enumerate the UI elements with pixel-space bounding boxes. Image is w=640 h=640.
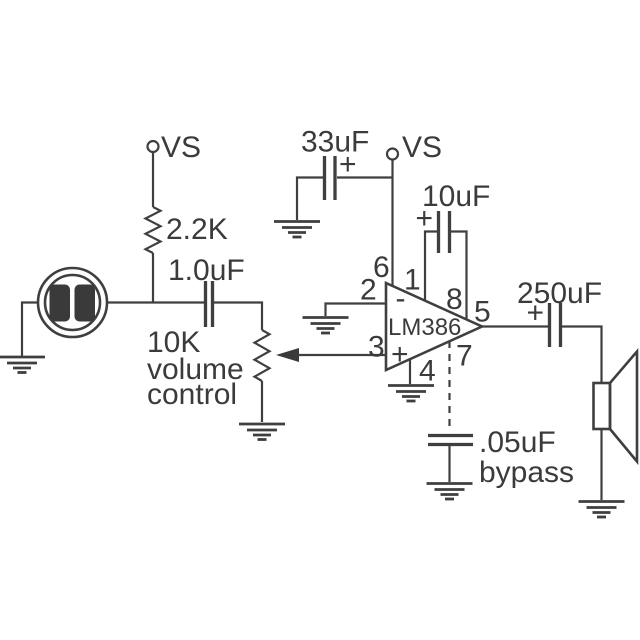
wire-cap-to-pot: [214, 301, 264, 330]
ground-icon-pin2: [301, 316, 350, 335]
mic-inner-ring: [43, 273, 102, 332]
cap-250uf-plus: +: [527, 297, 545, 330]
pin5-label: 5: [474, 296, 491, 329]
pot-label-control: control: [147, 378, 237, 411]
ground-icon-mic: [0, 355, 47, 374]
opamp-triangle: [384, 280, 486, 373]
pin8-label: 8: [446, 283, 463, 316]
pin6-label: 6: [373, 251, 390, 284]
pot-value-label: 10K: [147, 326, 200, 359]
ground-icon-speaker: [577, 500, 626, 519]
cap-bypass-value-label: .05uF: [479, 426, 556, 459]
speaker-driver-box: [592, 381, 612, 431]
cap-10uf-label: 10uF: [422, 180, 490, 213]
cap-10uf-plus: +: [416, 202, 434, 235]
pin4-label: 4: [419, 355, 436, 388]
potentiometer-symbol: [252, 329, 272, 382]
ground-icon-pot: [237, 422, 287, 441]
vs-terminal-right: [385, 147, 400, 161]
wire-mic-to-ground: [20, 301, 38, 356]
mic-outer-ring: [36, 266, 109, 339]
mic-pad-left: [49, 284, 70, 322]
speaker-cone: [608, 347, 639, 466]
noninverting-input-mark: +: [391, 338, 409, 371]
pin2-label: 2: [360, 274, 377, 307]
cap-33uf-plus: +: [339, 148, 357, 181]
pin7-label: 7: [456, 340, 473, 373]
wire-33uf-to-ground: [295, 176, 323, 220]
ground-icon-bypass: [425, 482, 474, 501]
speaker-symbol: [592, 347, 639, 466]
ground-icon-33uf: [272, 220, 322, 239]
wire-pin2-to-ground: [324, 302, 386, 316]
vs-terminal-left: [146, 139, 160, 154]
vs-left-label: VS: [161, 131, 201, 164]
mic-pad-right: [74, 284, 95, 322]
cap-33uf-label: 33uF: [301, 126, 369, 159]
inverting-input-mark: -: [396, 282, 406, 315]
wire-250uf-to-speaker: [562, 325, 603, 383]
ic-name-label: LM386: [388, 314, 461, 341]
microphone-symbol: [36, 266, 109, 339]
cap-bypass-name-label: bypass: [479, 456, 574, 489]
resistor-2.2k-label: 2.2K: [166, 213, 228, 246]
pot-wiper-arrow-icon: [276, 348, 299, 362]
pin1-label: 1: [404, 264, 421, 297]
vs-right-label: VS: [402, 131, 442, 164]
ground-icon-pin4: [386, 384, 436, 403]
wire-10uf-to-pin8: [451, 230, 468, 320]
pot-label-volume: volume: [147, 353, 244, 386]
pin3-label: 3: [368, 331, 385, 364]
resistor-2.2k-symbol: [143, 206, 163, 254]
wire-10uf-to-pin1: [423, 230, 437, 301]
